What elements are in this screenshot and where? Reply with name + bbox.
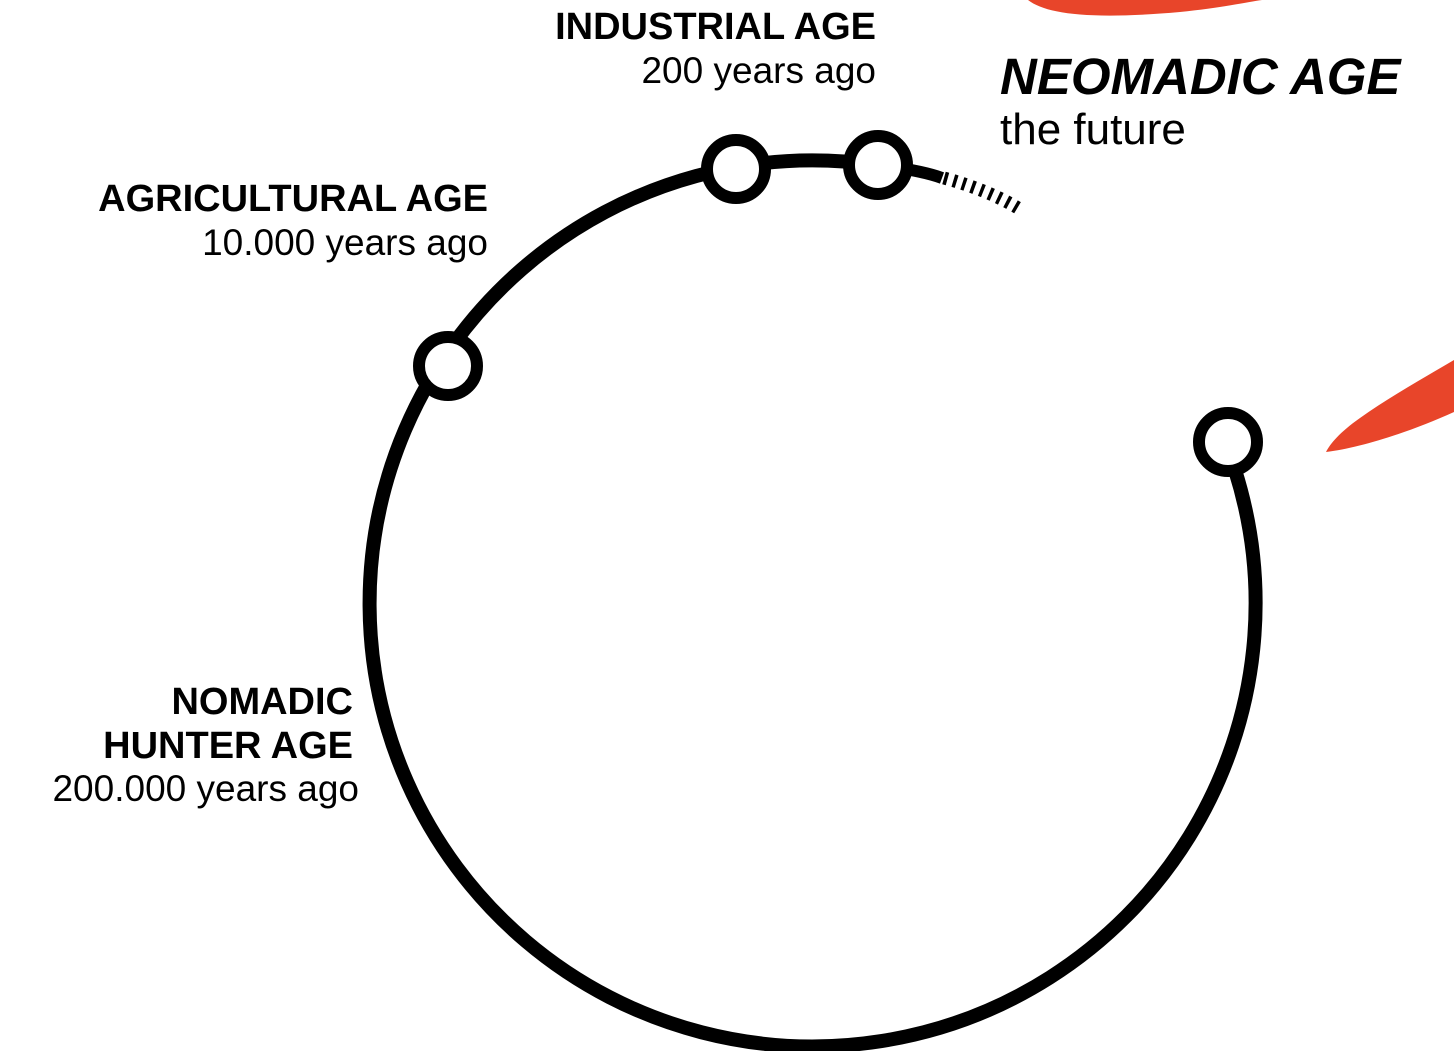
stage-time-agricultural: 10.000 years ago	[202, 221, 488, 263]
stage-time-neomadic: the future	[1000, 104, 1186, 154]
node-present	[843, 130, 913, 200]
stage-time-industrial: 200 years ago	[641, 49, 876, 91]
stage-label-agricultural: AGRICULTURAL AGE 10.000 years ago	[98, 178, 488, 264]
node-agricultural	[413, 331, 483, 401]
future-arc-dashed	[942, 171, 1022, 214]
stage-label-neomadic: NEOMADIC AGE the future	[1000, 48, 1400, 155]
stage-time-nomadic: 200.000 years ago	[52, 768, 359, 810]
stage-label-industrial: INDUSTRIAL AGE 200 years ago	[555, 6, 876, 92]
cycle-arc	[362, 153, 1263, 1051]
stage-title-industrial: INDUSTRIAL AGE	[555, 6, 876, 48]
brush-stroke-right	[1326, 360, 1454, 452]
stage-title-neomadic: NEOMADIC AGE	[1000, 48, 1401, 105]
brush-stroke-top	[1028, 0, 1262, 16]
stage-label-nomadic: NOMADIC HUNTER AGE 200.000 years ago	[52, 681, 359, 811]
node-industrial	[701, 134, 771, 204]
node-nomadic-start	[1193, 407, 1263, 477]
stage-title-agricultural: AGRICULTURAL AGE	[98, 178, 488, 220]
stage-title-nomadic-line1: NOMADIC	[171, 681, 353, 723]
stage-title-nomadic-line2: HUNTER AGE	[103, 724, 353, 767]
